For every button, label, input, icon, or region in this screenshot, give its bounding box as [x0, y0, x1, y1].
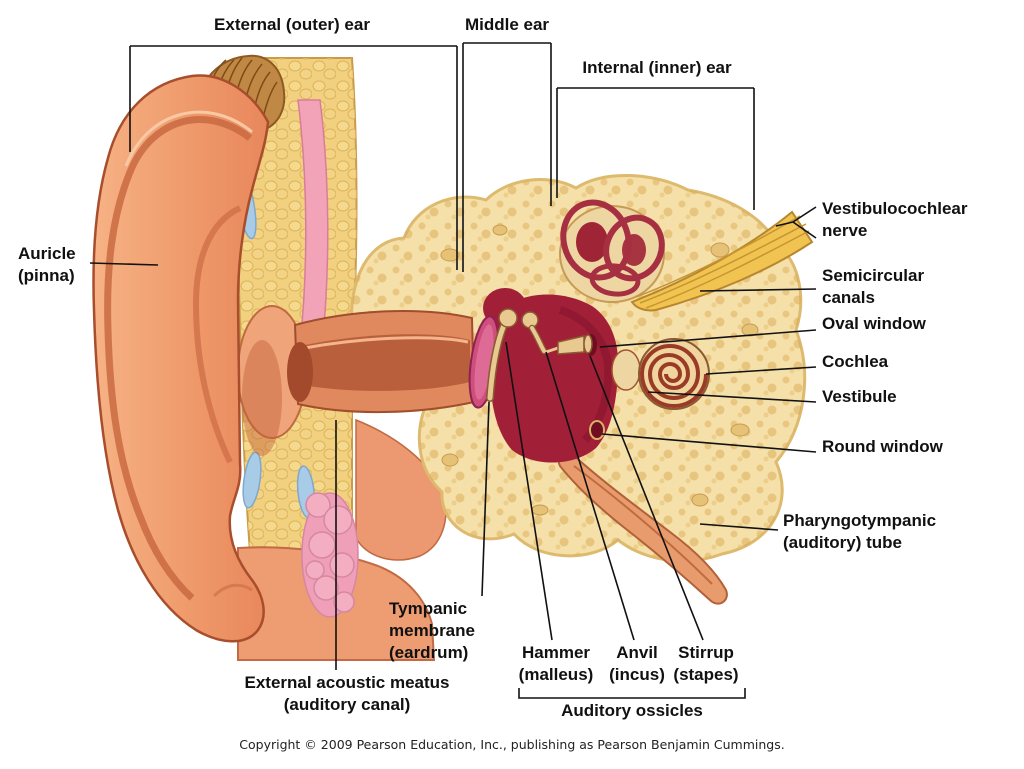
ossicles-group: [486, 308, 593, 402]
semicircular-canals-label: Semicircular canals: [822, 266, 925, 308]
anvil-label: Anvil (incus): [609, 643, 665, 685]
auditory-ossicles-bracket: [518, 688, 746, 699]
oval-window-label: Oval window: [822, 314, 926, 333]
stirrup-label: Stirrup (stapes): [673, 643, 739, 685]
region-brackets: [129, 42, 817, 699]
hammer-label: Hammer (malleus): [518, 643, 594, 685]
leader-hammer: [505, 341, 553, 641]
leader-cochlea: [705, 366, 817, 375]
leader-semicircular-canals: [699, 288, 817, 292]
internal-ear-label: Internal (inner) ear: [582, 58, 732, 77]
auditory-tube-shape: [557, 450, 728, 605]
internal-ear-bracket: [556, 87, 755, 210]
cochlea-shape: [638, 338, 710, 410]
jaw-flesh: [355, 418, 447, 561]
tympanic-membrane-label: Tympanic membrane (eardrum): [389, 599, 475, 663]
gland-tissue: [301, 492, 359, 618]
leader-auricle: [89, 262, 159, 266]
leader-anvil: [545, 351, 635, 641]
external-acoustic-meatus-label: External acoustic meatus (auditory canal…: [244, 673, 450, 715]
nerve-bundle: [630, 210, 814, 312]
pharyngotympanic-tube-label: Pharyngotympanic (auditory) tube: [783, 511, 937, 553]
malleus-head: [498, 308, 518, 328]
nerve-bracket: [775, 206, 817, 239]
copyright-text: Copyright © 2009 Pearson Education, Inc.…: [239, 737, 785, 752]
leader-oval-window: [599, 329, 817, 348]
stapes-shape: [557, 335, 585, 355]
middle-ear-label: Middle ear: [464, 15, 550, 34]
semicircular-canals-shape: [559, 199, 665, 303]
leader-stirrup: [589, 355, 704, 641]
round-window-shape: [589, 420, 605, 440]
middle-ear-bracket: [462, 42, 552, 272]
external-ear-bracket: [129, 45, 458, 270]
vestibule-shape: [611, 349, 641, 391]
auricle-drawing: [92, 74, 282, 643]
external-ear-label: External (outer) ear: [214, 15, 370, 34]
vestibule-label: Vestibule: [822, 387, 897, 406]
round-window-label: Round window: [822, 437, 943, 456]
auricle-label: Auricle (pinna): [18, 244, 76, 286]
auditory-ossicles-label: Auditory ossicles: [561, 701, 703, 720]
leader-round-window: [601, 433, 817, 453]
leader-vestibule: [647, 391, 817, 403]
leader-lines: [89, 262, 817, 670]
cochlea-label: Cochlea: [822, 352, 889, 371]
leader-pharyngotympanic: [699, 523, 779, 531]
ear-canal: [287, 309, 476, 414]
leader-tympanic-membrane: [481, 401, 490, 597]
vestibulocochlear-nerve-label: Vestibulocochlear nerve: [822, 199, 968, 241]
